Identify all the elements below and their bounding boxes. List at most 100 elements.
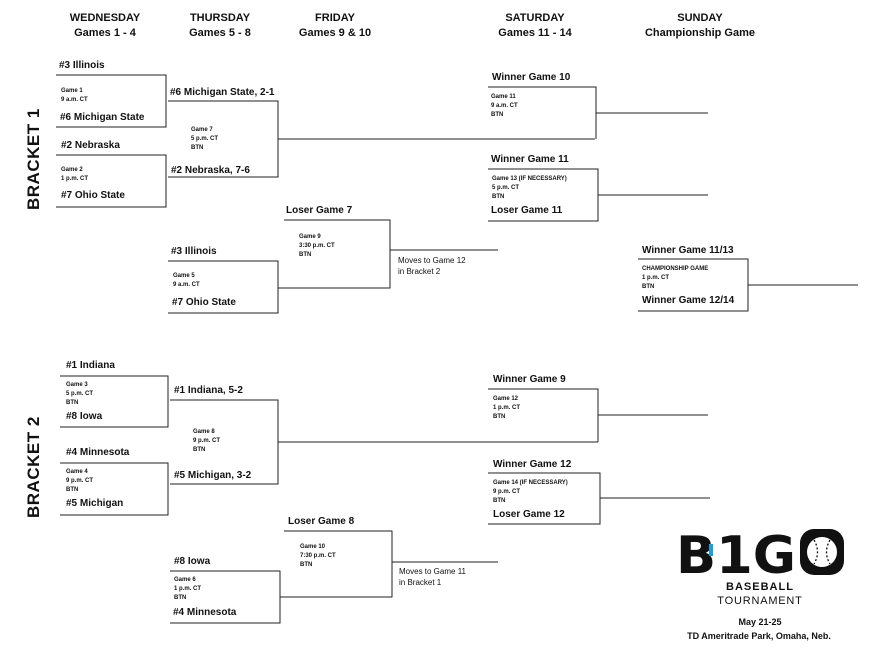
game-network: BTN: [493, 414, 506, 420]
big-ten-wordmark: B1G: [676, 527, 796, 579]
header-saturday: SATURDAY Games 11 - 14: [480, 11, 590, 41]
game3-bottom-team: #8 Iowa: [66, 411, 103, 422]
header-friday: FRIDAY Games 9 & 10: [280, 11, 390, 41]
game-time: 3:30 p.m. CT: [299, 243, 335, 249]
game14-info: Game 14 (IF NECESSARY) 9 p.m. CT BTN: [493, 479, 568, 506]
header-games: Games 11 - 14: [498, 27, 572, 39]
game3-info: Game 3 5 p.m. CT BTN: [66, 381, 93, 408]
game-number: Game 3: [66, 382, 88, 388]
game7-bottom-team: #2 Nebraska, 7-6: [171, 165, 250, 176]
game9-line: [278, 219, 391, 289]
game2-bottom-team: #7 Ohio State: [61, 190, 125, 201]
game12-top-team: Winner Game 9: [493, 374, 566, 385]
game-number: Game 9: [299, 234, 321, 240]
header-day: FRIDAY: [315, 12, 355, 24]
championship-bottom-team: Winner Game 12/14: [642, 295, 735, 306]
header-day: SATURDAY: [505, 12, 565, 24]
game13-top-team: Winner Game 11: [491, 154, 569, 165]
game-number: Game 7: [191, 127, 213, 133]
game-time: 9 a.m. CT: [173, 282, 200, 288]
game-time: 7:30 p.m. CT: [300, 553, 336, 559]
game-time: 9 p.m. CT: [493, 489, 521, 495]
header-day: SUNDAY: [677, 12, 723, 24]
header-sunday: SUNDAY Championship Game: [630, 11, 770, 41]
game4-top-team: #4 Minnesota: [66, 447, 130, 458]
game-network: BTN: [193, 447, 206, 453]
game-time: 9 a.m. CT: [61, 97, 88, 103]
game2-top-team: #2 Nebraska: [61, 140, 120, 151]
game-number: Game 2: [61, 167, 83, 173]
game-network: BTN: [493, 498, 506, 504]
game10-destination-note: Moves to Game 11 in Bracket 1: [399, 567, 466, 587]
game2-info: Game 2 1 p.m. CT: [61, 166, 88, 184]
game-network: BTN: [299, 252, 312, 258]
game10-info: Game 10 7:30 p.m. CT BTN: [300, 543, 336, 570]
game-number: Game 6: [174, 577, 196, 583]
logo-word-baseball: BASEBALL: [726, 581, 794, 593]
game6-info: Game 6 1 p.m. CT BTN: [174, 576, 201, 603]
game3-line: [60, 375, 169, 428]
game-number: CHAMPIONSHIP GAME: [642, 266, 709, 272]
header-thursday: THURSDAY Games 5 - 8: [170, 11, 270, 41]
header-day: WEDNESDAY: [69, 12, 141, 24]
header-games: Games 9 & 10: [298, 27, 372, 39]
game5-bottom-team: #7 Ohio State: [172, 297, 236, 308]
game-network: BTN: [174, 595, 187, 601]
championship-top-team: Winner Game 11/13: [642, 245, 734, 256]
game-number: Game 5: [173, 273, 195, 279]
game-time: 1 p.m. CT: [642, 275, 670, 281]
game-time: 9 p.m. CT: [193, 438, 221, 444]
game5-info: Game 5 9 a.m. CT: [173, 272, 200, 290]
game-number: Game 11: [491, 94, 516, 100]
game9-info: Game 9 3:30 p.m. CT BTN: [299, 233, 335, 260]
game-number: Game 12: [493, 396, 519, 402]
game-time: 9 a.m. CT: [491, 103, 518, 109]
game7-top-team: #6 Michigan State, 2-1: [170, 87, 275, 98]
game12-info: Game 12 1 p.m. CT BTN: [493, 395, 520, 422]
header-games: Championship Game: [644, 27, 756, 39]
game-number: Game 4: [66, 469, 88, 475]
game10-top-team: Loser Game 8: [288, 516, 355, 527]
game5-top-team: #3 Illinois: [171, 246, 217, 257]
game4-bottom-team: #5 Michigan: [66, 498, 124, 509]
game1-info: Game 1 9 a.m. CT: [61, 87, 88, 105]
header-day: THURSDAY: [189, 12, 251, 24]
game-number: Game 1: [61, 88, 83, 94]
game1-top-team: #3 Illinois: [59, 60, 105, 71]
game5-line: [168, 260, 279, 314]
game6-top-team: #8 Iowa: [174, 556, 211, 567]
game13-info: Game 13 (IF NECESSARY) 5 p.m. CT BTN: [492, 175, 567, 202]
championship-info: CHAMPIONSHIP GAME 1 p.m. CT BTN: [642, 265, 708, 292]
logo-accent: [709, 544, 713, 556]
baseball-icon: [800, 529, 844, 575]
game-time: 5 p.m. CT: [66, 391, 94, 397]
game-time: 9 p.m. CT: [66, 478, 94, 484]
game-network: BTN: [191, 145, 204, 151]
game-network: BTN: [491, 112, 504, 118]
game-time: 1 p.m. CT: [174, 586, 202, 592]
big-ten-logo: B1G: [676, 527, 844, 579]
logo-word-tournament: TOURNAMENT: [717, 595, 803, 607]
game-number: Game 8: [193, 429, 215, 435]
game8-info: Game 8 9 p.m. CT BTN: [193, 428, 220, 455]
game6-bottom-team: #4 Minnesota: [173, 607, 237, 618]
game-time: 5 p.m. CT: [492, 185, 520, 191]
tournament-venue: TD Ameritrade Park, Omaha, Neb.: [687, 631, 831, 641]
game8-bottom-team: #5 Michigan, 3-2: [174, 470, 252, 481]
game13-bottom-team: Loser Game 11: [491, 205, 563, 216]
header-games: Games 5 - 8: [189, 27, 251, 39]
game10-line: [280, 530, 393, 598]
header-games: Games 1 - 4: [74, 27, 136, 39]
game7-info: Game 7 5 p.m. CT BTN: [191, 126, 218, 153]
game11-info: Game 11 9 a.m. CT BTN: [491, 93, 518, 120]
game4-line: [60, 462, 169, 516]
game12-line: [488, 388, 599, 442]
game-network: BTN: [300, 562, 313, 568]
game-network: BTN: [66, 487, 79, 493]
game-number: Game 13 (IF NECESSARY): [492, 176, 567, 182]
game14-bottom-team: Loser Game 12: [493, 509, 565, 520]
game14-top-team: Winner Game 12: [493, 459, 572, 470]
game-number: Game 14 (IF NECESSARY): [493, 480, 568, 486]
game9-top-team: Loser Game 7: [286, 205, 353, 216]
